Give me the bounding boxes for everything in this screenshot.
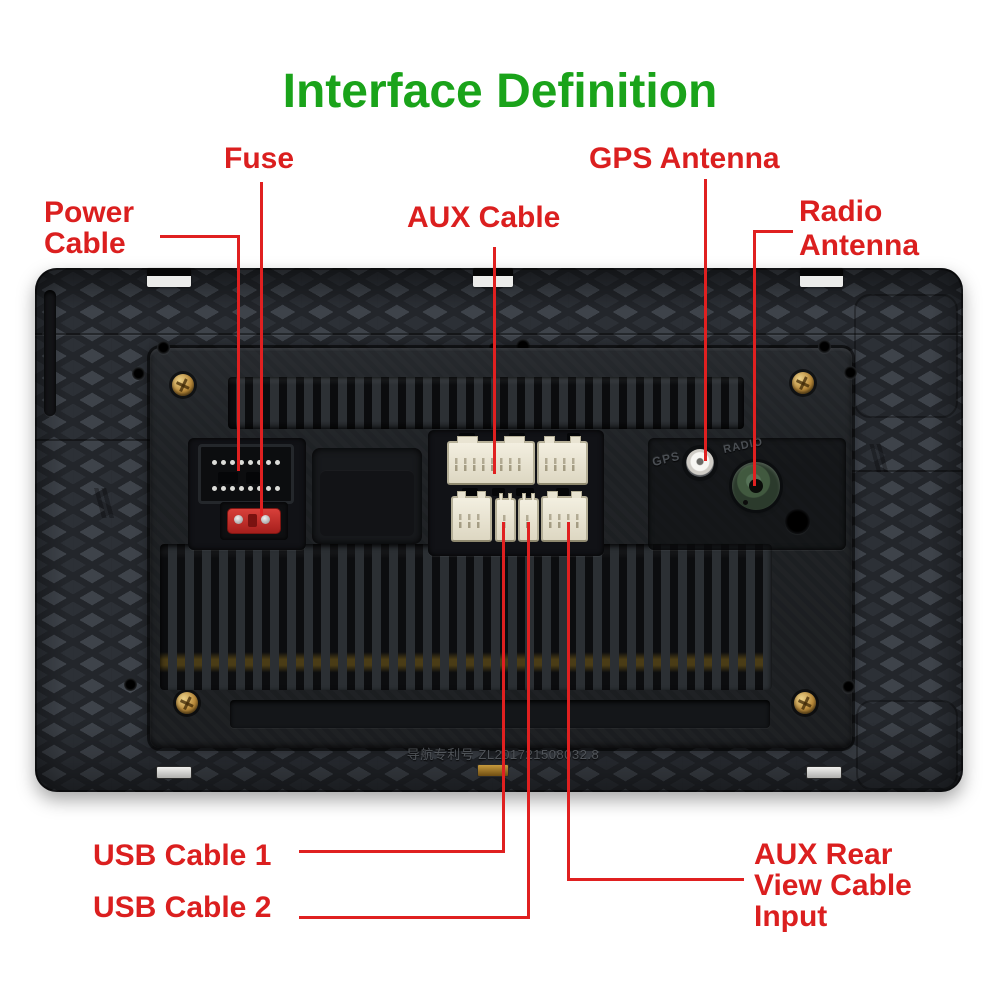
round-port-hole [785,509,810,534]
aux-cable-connector-b [537,436,588,485]
aux-rear-view-leader-line-h [567,878,744,881]
gps-antenna-port [686,449,714,477]
side-vent-slot [44,290,56,416]
aux-rear-view-connector [541,491,588,542]
radio-antenna-leader-line-v [753,230,756,486]
usb-cable-2-leader-line-h [299,916,530,919]
shell-seam-top [35,333,963,335]
fuse-contact [234,515,243,524]
label-radio-antenna-line2: Antenna [799,229,919,262]
screw-hole [124,678,137,691]
label-usb-cable-1: USB Cable 1 [93,839,272,872]
harness-connector-small [451,491,492,542]
phillips-screw [792,372,814,394]
radio-port-center-hole [749,479,763,493]
connector-keying-slot [246,472,260,484]
ventilation-slots-top [228,377,744,429]
mount-tab-left [147,268,191,287]
bottom-inset-bar [230,700,770,728]
label-power-cable-line1: Power [44,196,135,229]
fuse-slot [248,514,257,527]
embossed-logo-left [86,488,116,518]
aux-rear-view-leader-line-v [567,522,570,881]
bottom-tab-right [806,766,842,779]
connector-keying-slot [492,488,505,496]
usb-cable-2-leader-line-v [527,522,530,919]
shell-seam-top-highlight [35,335,963,336]
fuse-leader-line [260,182,263,516]
label-aux-rear-view-line1: AUX Rear [754,838,893,871]
fuse-contact [261,515,270,524]
radio-port-pin-hole [743,500,748,505]
aux-cable-connector-a [447,436,535,485]
power-cable-leader-line-v [237,235,240,471]
bottom-tab-left [156,766,192,779]
shell-seam-left [35,439,151,441]
screw-hole [818,340,831,353]
screw-hole [157,341,170,354]
page-title: Interface Definition [282,65,718,118]
label-gps-antenna: GPS Antenna [589,142,780,175]
screw-hole [132,367,145,380]
label-power-cable: Power Cable [44,197,134,259]
label-power-cable-line2: Cable [44,227,126,260]
power-cable-leader-line-h [160,235,240,238]
bottom-tab-center [477,764,509,777]
label-radio-antenna: Radio Antenna [799,195,919,263]
label-aux-rear-view-line3: Input [754,900,828,933]
label-usb-cable-2: USB Cable 2 [93,891,272,924]
mount-tab-right [800,268,843,287]
embossed-logo-right [862,444,890,472]
connector-keying-slot [516,488,534,496]
phillips-screw [172,374,194,396]
blank-recess-inner [320,470,414,536]
usb-cable-2-connector [518,493,539,542]
shell-panel-seam-top-right [854,294,958,418]
power-connector-pins [212,460,217,465]
phillips-screw [794,692,816,714]
usb-cable-1-connector [495,493,516,542]
usb-cable-1-leader-line-v [502,522,505,853]
label-radio-antenna-line1: Radio [799,195,883,228]
usb-cable-1-leader-line-h [299,850,505,853]
connector-keying-slot [556,488,569,496]
label-fuse: Fuse [224,142,295,175]
screw-hole [844,366,857,379]
phillips-screw [176,692,198,714]
screw-hole [842,680,855,693]
aux-cable-leader-line [493,247,496,474]
shell-panel-seam-bottom-right [856,700,958,790]
label-aux-rear-view-line2: View Cable [754,869,912,902]
heatsink-fins-bottom [160,544,772,690]
connector-keying-slot [218,472,238,484]
connector-keying-slot [462,488,478,496]
label-aux-cable: AUX Cable [407,201,561,234]
radio-antenna-leader-line-h [753,230,793,233]
shell-seam-right [852,470,963,472]
label-aux-rear-view: AUX Rear View Cable Input [754,839,912,932]
gps-antenna-leader-line [704,179,707,461]
